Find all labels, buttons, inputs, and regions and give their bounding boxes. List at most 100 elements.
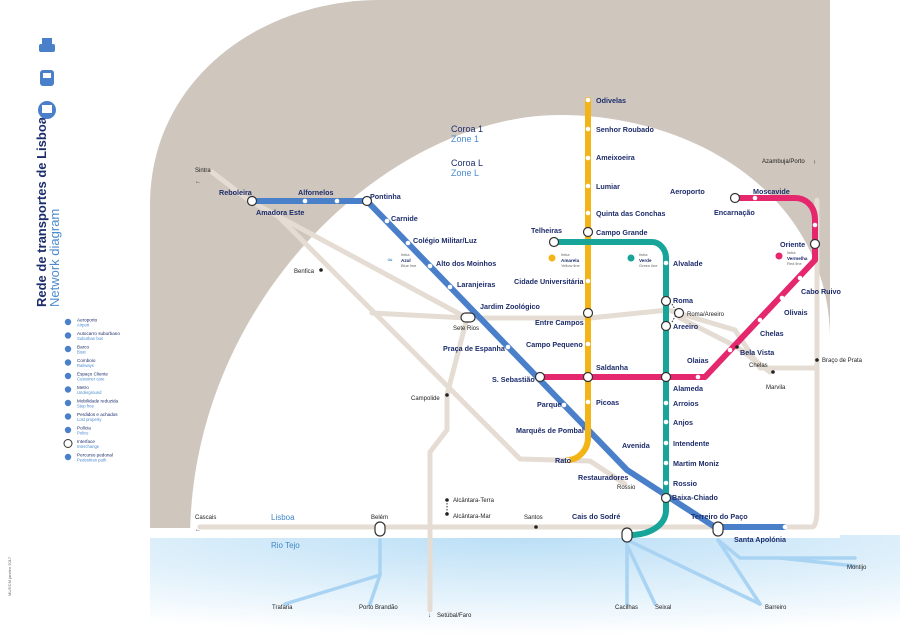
station-colegio-militar: Colégio Militar/Luz [413, 236, 477, 245]
label-lisboa: Lisboa [271, 513, 295, 522]
river [150, 535, 900, 636]
station-alfornelos: Alfornelos [298, 188, 334, 197]
ext-azambuja: Azambuja/Porto [762, 159, 805, 165]
station-avenida: Avenida [622, 441, 651, 450]
station-encarnacao: Encarnação [714, 208, 755, 217]
ext-setubal: Setúbal/Faro [437, 613, 472, 619]
station-areeiro: Areeiro [673, 322, 699, 331]
station-laranjeiras: Laranjeiras [457, 280, 495, 289]
ext-cascais: Cascais [195, 515, 216, 521]
train-icon [64, 359, 72, 366]
rail-dots [319, 268, 819, 529]
legend-label-en: Suburban bus [77, 336, 103, 341]
station-carnide: Carnide [391, 214, 418, 223]
legend-label-en: Customer care [77, 377, 105, 382]
label-rio-tejo: Rio Tejo [271, 541, 300, 550]
zone-coroaL: Coroa L [451, 158, 483, 168]
boat-icon [64, 345, 72, 353]
legend-label: Barco [77, 345, 89, 350]
yellow-line [565, 97, 591, 463]
legend-label: Mobilidade reduzida [77, 399, 119, 404]
rail-alcantara-mar: Alcântara-Mar [453, 514, 491, 520]
station-praca-espanha: Praça de Espanha [443, 344, 506, 353]
rail-alcantara-terra: Alcântara-Terra [453, 498, 495, 504]
ext-seixal: Seixal [655, 605, 671, 611]
station-roma: Roma [673, 296, 694, 305]
ext-sintra: Sintra [195, 168, 211, 174]
legend-label: Autocarro suburbano [77, 331, 120, 336]
station-pontinha: Pontinha [370, 192, 402, 201]
rail-sete-rios: Sete Rios [453, 326, 479, 332]
station-cidade-universitaria: Cidade Universitária [514, 277, 585, 286]
ext-montijo: Montijo [847, 565, 867, 571]
station-olivais: Olivais [784, 308, 808, 317]
green-line [551, 239, 669, 540]
walk-icon [64, 453, 72, 461]
metro-icon [64, 386, 72, 393]
legend-label-en: Boat [77, 350, 86, 355]
svg-text:linha: linha [561, 252, 570, 257]
metro-icon [38, 101, 56, 119]
legend-label: Interface [77, 439, 95, 444]
svg-text:linha: linha [639, 252, 648, 257]
ext-porto-brandao: Porto Brandão [359, 605, 398, 611]
station-picoas: Picoas [596, 398, 619, 407]
rail-belem: Belém [371, 515, 388, 521]
footnote: ML/GCM janeiro 2017 [7, 556, 12, 596]
rail-benfica: Benfica [294, 269, 315, 275]
legend-label-en: Underground [77, 390, 102, 395]
station-s-sebastiao: S. Sebastião [492, 375, 535, 384]
legend-label: Perdidos e achados [77, 412, 118, 417]
bus-icon [64, 332, 72, 339]
legend-label: Metro [77, 385, 89, 390]
lost-icon [64, 413, 72, 420]
station-reboleira: Reboleira [219, 188, 253, 197]
svg-text:linha: linha [401, 252, 410, 257]
station-santa-apolonia: Santa Apolónia [734, 535, 787, 544]
station-oriente: Oriente [780, 240, 805, 249]
rail-marvila: Marvila [766, 385, 786, 391]
legend-label-en: Airport [77, 323, 90, 328]
svg-text:Blue line: Blue line [401, 263, 417, 268]
station-terreiro-paco: Terreiro do Paço [691, 512, 748, 521]
arrow-down-icon: ↓ [428, 613, 431, 619]
customer-icon [64, 372, 72, 380]
station-senhor-roubado: Senhor Roubado [596, 125, 655, 134]
svg-text:Azul: Azul [401, 258, 411, 263]
police-icon [64, 426, 72, 434]
svg-text:≈: ≈ [387, 256, 393, 264]
legend-label-en: Police [77, 431, 89, 436]
legend-label: Polícia [77, 426, 91, 431]
legend-label-en: Step free [77, 404, 95, 409]
ext-trafaria: Trafaria [272, 605, 293, 611]
station-parque: Parque [537, 400, 561, 409]
station-lumiar: Lumiar [596, 182, 620, 191]
legend-label: Comboio [77, 358, 96, 363]
station-quinta-conchas: Quinta das Conchas [596, 209, 666, 218]
station-cais-sodre: Cais do Sodré [572, 512, 620, 521]
interchange-icon [63, 439, 73, 448]
zone-inner [190, 115, 830, 540]
station-restauradores: Restauradores [578, 473, 628, 482]
station-alameda: Alameda [673, 384, 704, 393]
legend-label-en: Lost property [77, 417, 102, 422]
station-baixa-chiado: Baixa-Chiado [672, 493, 719, 502]
station-odivelas: Odivelas [596, 96, 626, 105]
station-campo-grande: Campo Grande [596, 228, 648, 237]
map-subtitle: Network diagram [47, 209, 62, 307]
legend-label-en: Interchange [77, 444, 100, 449]
station-saldanha: Saldanha [596, 363, 629, 372]
station-campo-pequeno: Campo Pequeno [526, 340, 583, 349]
legend-label-en: Railways [77, 363, 94, 368]
svg-text:linha: linha [787, 250, 796, 255]
boat-icon [39, 38, 55, 52]
svg-text:Amarela: Amarela [561, 258, 580, 263]
ferry-routes [283, 538, 857, 606]
svg-text:Vermelha: Vermelha [787, 256, 808, 261]
legend-label-en: Pedestrian path [77, 458, 107, 463]
rail-campolide: Campolide [411, 396, 440, 402]
rail-roma-areeiro: Roma/Areeiro [687, 312, 725, 318]
station-telheiras: Telheiras [531, 226, 562, 235]
